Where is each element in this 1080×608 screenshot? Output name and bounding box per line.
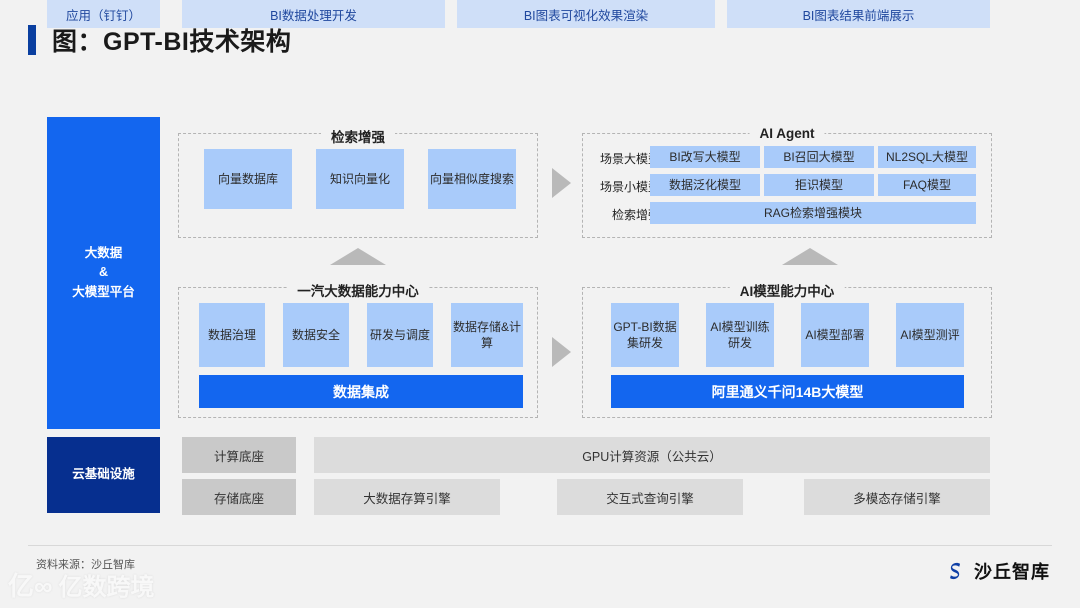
- card-bi-rewrite-large-model[interactable]: BI改写大模型: [650, 146, 760, 168]
- watermark-text: 亿数跨境: [58, 574, 155, 601]
- group-bigdata-center-title: 一汽大数据能力中心: [287, 280, 429, 300]
- agent-row-label-rag: 检索增强: [611, 208, 660, 222]
- topbar-bi-visualization[interactable]: BI图表可视化效果渲染: [457, 0, 715, 28]
- group-rag-title: 检索增强: [321, 126, 395, 146]
- rail-platform-line3: 大模型平台: [72, 284, 135, 299]
- group-ai-agent-title: AI Agent: [749, 126, 825, 141]
- card-rejection-model[interactable]: 拒识模型: [764, 174, 874, 196]
- agent-row-label-small-model: 场景小模型: [599, 180, 660, 194]
- source-text: 资料来源：沙丘智库: [36, 559, 135, 571]
- arrow-up-icon-aimodel-to-agent: [782, 248, 838, 265]
- rail-platform-line2: &: [98, 265, 108, 280]
- rail-cloud-infrastructure[interactable]: 云基础设施: [47, 437, 160, 513]
- arrow-up-icon-bigdata-to-rag: [330, 248, 386, 265]
- footer-divider: [28, 545, 1052, 546]
- card-data-storage-compute[interactable]: 数据存储&计算: [451, 303, 523, 367]
- card-data-generalization-model[interactable]: 数据泛化模型: [650, 174, 760, 196]
- rail-platform-line1: 大数据: [84, 245, 123, 260]
- card-bi-recall-large-model[interactable]: BI召回大模型: [764, 146, 874, 168]
- card-ai-model-evaluation[interactable]: AI模型测评: [896, 303, 964, 367]
- bar-data-integration[interactable]: 数据集成: [199, 375, 523, 408]
- card-faq-model[interactable]: FAQ模型: [878, 174, 976, 196]
- infra-multimodal-storage-engine[interactable]: 多模态存储引擎: [804, 479, 990, 515]
- card-ai-model-deployment[interactable]: AI模型部署: [801, 303, 869, 367]
- topbar-bi-data-processing[interactable]: BI数据处理开发: [182, 0, 445, 28]
- card-data-governance[interactable]: 数据治理: [199, 303, 265, 367]
- topbar-application[interactable]: 应用（钉钉）: [47, 0, 160, 28]
- card-rnd-scheduling[interactable]: 研发与调度: [367, 303, 433, 367]
- agent-row-label-large-model: 场景大模型: [599, 152, 660, 166]
- infra-interactive-query-engine[interactable]: 交互式查询引擎: [557, 479, 743, 515]
- infra-label-compute-base[interactable]: 计算底座: [182, 437, 296, 473]
- card-vector-database[interactable]: 向量数据库: [204, 149, 292, 209]
- bar-tongyi-qianwen-14b[interactable]: 阿里通义千问14B大模型: [611, 375, 964, 408]
- infra-gpu-compute-resource[interactable]: GPU计算资源（公共云）: [314, 437, 990, 473]
- infra-bigdata-storage-compute-engine[interactable]: 大数据存算引擎: [314, 479, 500, 515]
- arrow-right-icon-bigdata-to-aimodel: [552, 337, 571, 367]
- arrow-right-icon-rag-to-agent: [552, 168, 571, 198]
- title-accent-bar: [28, 25, 36, 55]
- brand-name-text: 沙丘智库: [974, 562, 1050, 582]
- card-ai-model-training-rnd[interactable]: AI模型训练研发: [706, 303, 774, 367]
- card-knowledge-vectorization[interactable]: 知识向量化: [316, 149, 404, 209]
- title-text: 图：GPT-BI技术架构: [52, 28, 292, 56]
- infra-label-storage-base[interactable]: 存储底座: [182, 479, 296, 515]
- card-data-security[interactable]: 数据安全: [283, 303, 349, 367]
- rail-bigdata-platform[interactable]: 大数据 & 大模型平台: [47, 117, 160, 429]
- card-nl2sql-large-model[interactable]: NL2SQL大模型: [878, 146, 976, 168]
- brand-s-mark-icon: [950, 562, 961, 580]
- brand-logo: 沙丘智库: [944, 558, 1050, 584]
- card-gptbi-dataset-rnd[interactable]: GPT-BI数据集研发: [611, 303, 679, 367]
- card-vector-similarity-search[interactable]: 向量相似度搜索: [428, 149, 516, 209]
- page-title: 图：GPT-BI技术架构: [28, 22, 291, 58]
- group-ai-model-center-title: AI模型能力中心: [729, 280, 845, 300]
- card-rag-module[interactable]: RAG检索增强模块: [650, 202, 976, 224]
- topbar-bi-frontend[interactable]: BI图表结果前端展示: [727, 0, 990, 28]
